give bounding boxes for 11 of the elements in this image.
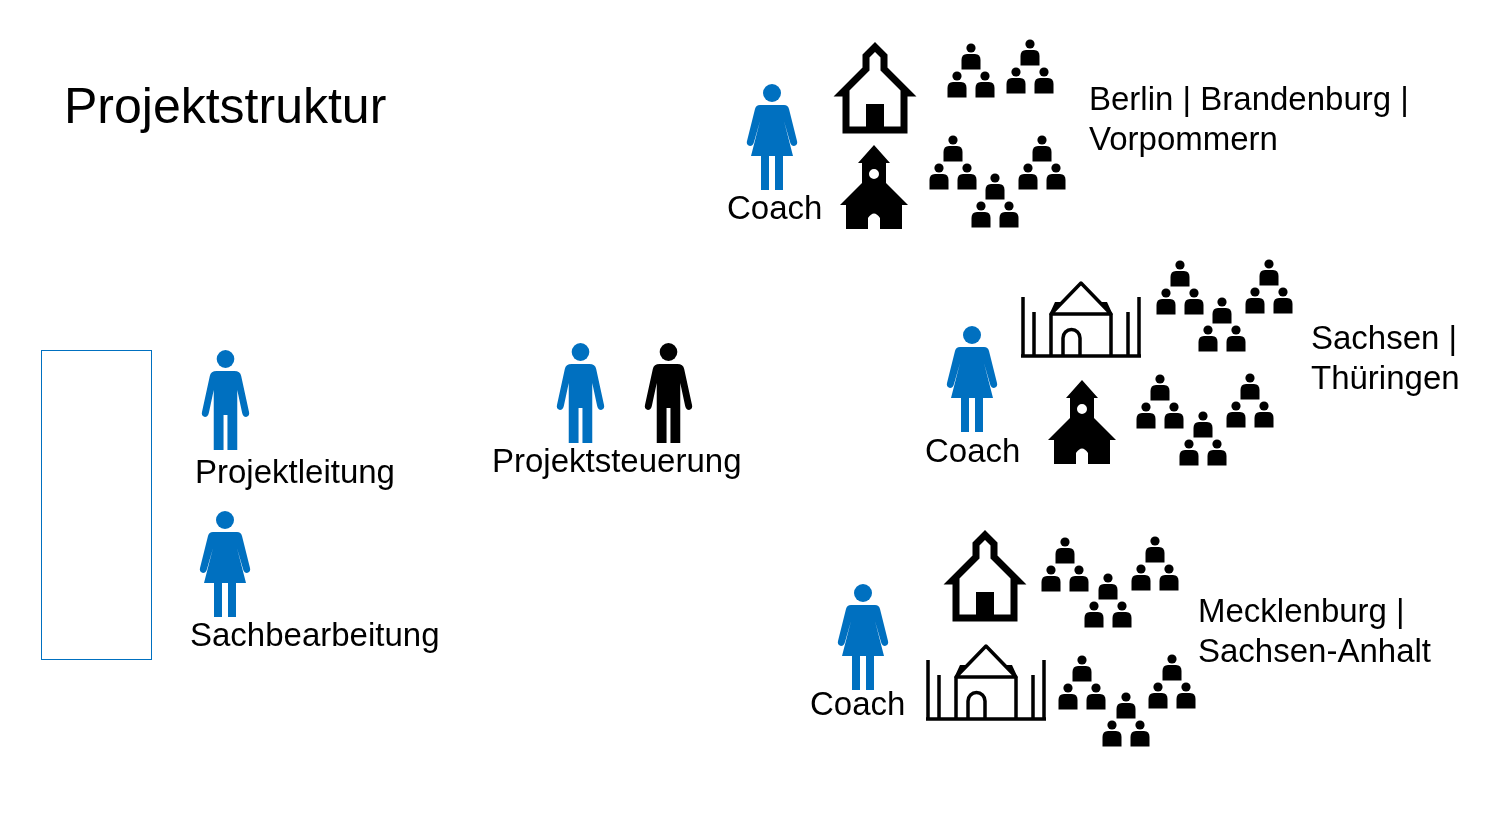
- coach-label: Coach: [810, 684, 906, 724]
- role-label: Projektleitung: [195, 452, 395, 492]
- coach-label: Coach: [727, 188, 823, 228]
- role-label: Sachbearbeitung: [190, 615, 440, 655]
- coach-label: Coach: [925, 431, 1021, 471]
- page-title: Projektstruktur: [64, 78, 387, 134]
- region-label: Sachsen | Thüringen: [1311, 318, 1461, 398]
- region-label: Mecklenburg | Sachsen-Anhalt: [1198, 591, 1432, 671]
- role-label: Projektsteuerung: [492, 441, 742, 481]
- region-label: Berlin | Brandenburg | Vorpommern: [1089, 79, 1410, 159]
- framed-panel: [41, 350, 152, 660]
